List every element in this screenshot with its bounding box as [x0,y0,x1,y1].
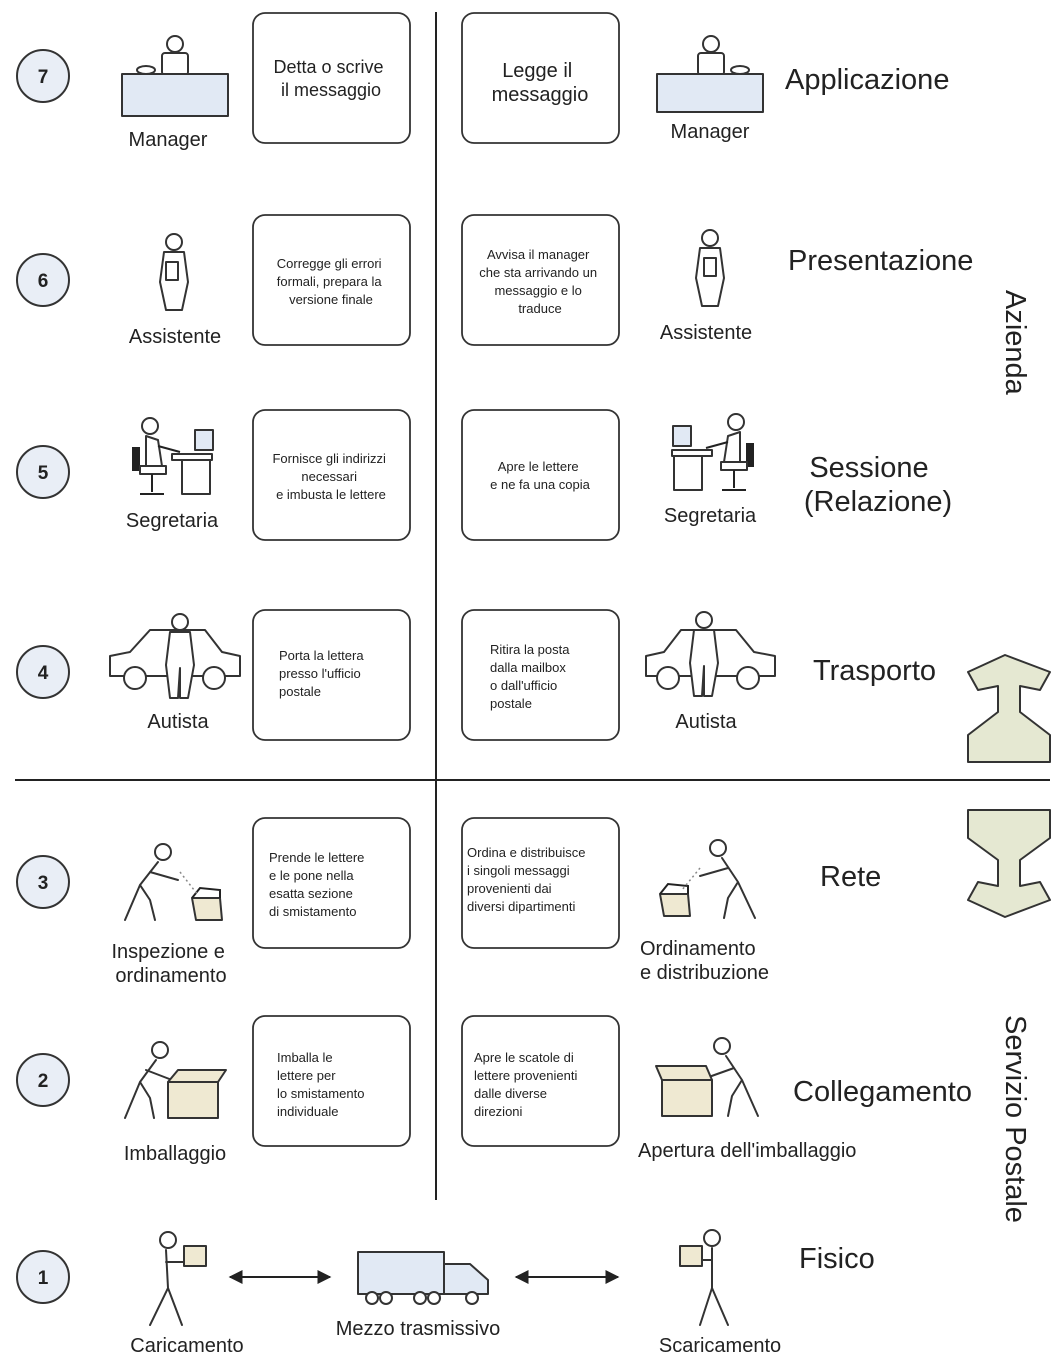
left-activity-box [252,609,411,741]
assistant-icon [695,229,725,307]
layer-number: 4 [38,663,49,684]
driver-with-car-icon [109,613,241,699]
left-activity-text: Porta la lettera presso l'ufficio postal… [279,648,367,699]
right-person-label: Ordinamento e distribuzione [640,938,769,984]
downward-arrow-shape [967,809,1051,918]
truck-icon [357,1251,489,1305]
loading-person-icon [149,1231,207,1326]
layer-2-row: 2 Imballaggio Imballa le lettere per lo … [16,1015,972,1165]
domain-label-servizio-postale: Servizio Postale [999,1015,1031,1223]
right-person-label: Segretaria [664,505,757,527]
layer-1-row: 1 Caricamento Mezzo trasmissivo Scaricam… [16,1229,875,1357]
left-activity-text: Fornisce gli indirizzi necessari e imbus… [272,451,389,502]
layer-number: 2 [38,1071,49,1092]
left-activity-box [252,12,411,144]
right-activity-text: Ritira la posta dalla mailbox o dall'uff… [490,642,573,711]
right-person-label: Manager [671,121,750,143]
medium-label: Mezzo trasmissivo [336,1318,500,1340]
layer-number-circle [16,645,70,699]
right-person-label: Apertura dell'imballaggio [638,1140,856,1162]
layer-7-row: 7 Manager Detta o scrive il messaggio Le… [16,12,949,151]
layer-number: 1 [38,1268,49,1289]
layer-number-circle [16,1250,70,1304]
layer-name: Presentazione [788,245,973,277]
sorting-person-icon [659,839,756,919]
layer-6-row: 6 Assistente Corregge gli errori formali… [16,214,973,348]
left-person-label: Segretaria [126,510,219,532]
layer-name: Sessione (Relazione) [804,452,952,518]
right-activity-text: Ordina e distribuisce i singoli messaggi… [467,845,589,914]
secretary-at-desk-icon [671,413,754,491]
layer-number-circle [16,253,70,307]
right-person-label: Autista [675,711,737,733]
layer-name: Trasporto [813,655,936,687]
layer-number-circle [16,49,70,103]
left-activity-text: Prende le lettere e le pone nella esatta… [269,850,368,919]
layer-number-circle [16,1053,70,1107]
manager-icon [656,35,764,113]
unpacking-person-icon [655,1037,759,1117]
layer-4-row: 4 Autista Porta la lettera presso l'uffi… [16,609,936,741]
left-activity-text: Imballa le lettere per lo smistamento in… [277,1050,368,1119]
right-activity-text: Apre le lettere e ne fa una copia [490,459,591,492]
layer-3-row: 3 Inspezione e ordinamento Prende le let… [16,817,881,987]
sorting-person-icon [124,843,223,921]
right-activity-box [461,1015,620,1147]
driver-with-car-icon [645,611,776,697]
right-activity-text: Avvisa il manager che sta arrivando un m… [479,247,600,316]
layer-name: Applicazione [785,64,949,96]
layer-number: 5 [38,463,49,484]
right-activity-text: Apre le scatole di lettere provenienti d… [474,1050,581,1119]
layer-number: 6 [38,271,49,292]
layer-number: 3 [38,873,49,894]
layer-name: Collegamento [793,1076,972,1108]
left-activity-box [252,817,411,949]
right-activity-box [461,214,620,346]
left-person-label: Manager [129,129,208,151]
right-activity-box [461,609,620,741]
upward-arrow-shape [967,654,1051,763]
domain-label-azienda: Azienda [999,290,1031,396]
packing-person-icon [124,1041,227,1119]
right-person-label: Assistente [660,322,752,344]
left-person-label: Autista [147,711,209,733]
layer-name: Rete [820,861,881,893]
left-activity-text: Corregge gli errori formali, prepara la … [277,256,385,307]
right-activity-text: Legge il messaggio [492,60,589,106]
layer-number-circle [16,855,70,909]
right-activity-box [461,817,620,949]
left-activity-box [252,409,411,541]
right-activity-box [461,12,620,144]
unloading-person-icon [679,1229,729,1326]
left-person-label: Inspezione e ordinamento [112,941,231,987]
left-person-label: Imballaggio [124,1143,226,1165]
layer-5-row: 5 Segretaria Fornisce gli indirizzi nece… [16,409,952,541]
left-person-label: Caricamento [130,1335,243,1357]
right-person-label: Scaricamento [659,1335,781,1357]
secretary-at-desk-icon [132,417,214,495]
left-activity-box [252,1015,411,1147]
left-activity-box [252,214,411,346]
manager-icon [121,35,229,117]
assistant-icon [159,233,189,311]
left-person-label: Assistente [129,326,221,348]
layer-number-circle [16,445,70,499]
layer-name: Fisico [799,1243,875,1275]
left-activity-text: Detta o scrive il messaggio [273,57,388,100]
layer-number: 7 [38,67,49,88]
right-activity-box [461,409,620,541]
